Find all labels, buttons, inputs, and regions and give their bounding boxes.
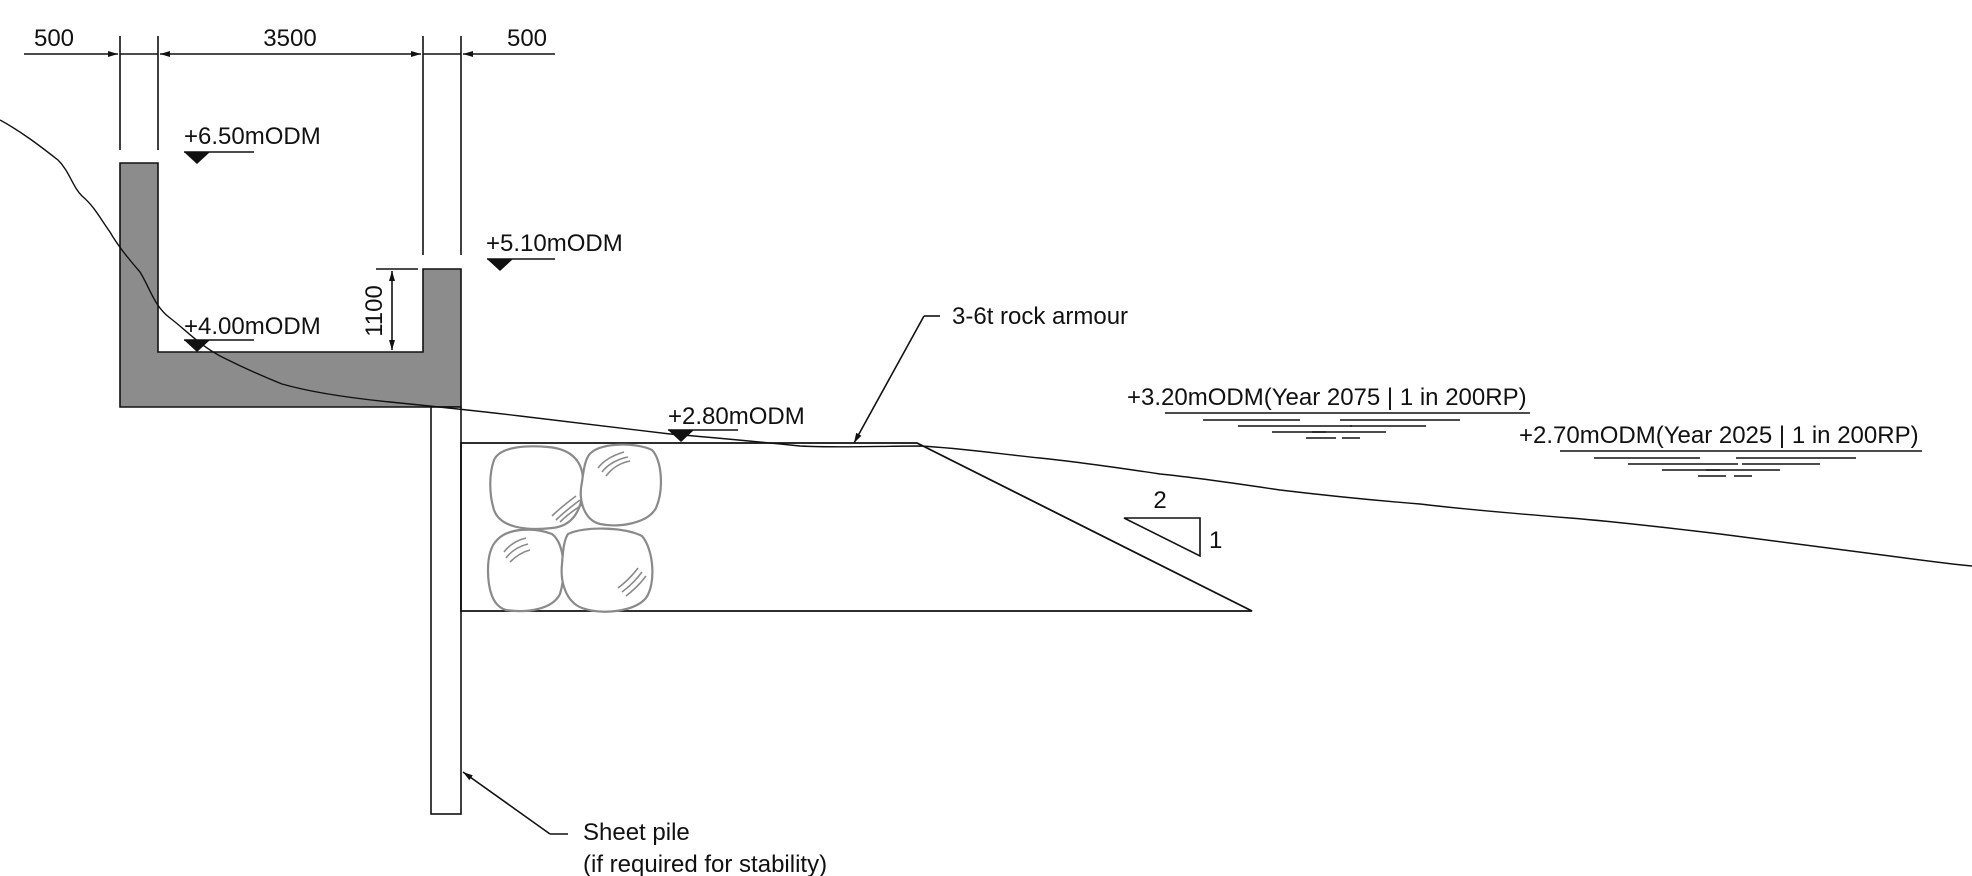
level-label: +6.50mODM: [184, 123, 321, 150]
dim-left-wall: 500: [34, 25, 74, 52]
water-level-label: +2.70mODM(Year 2025 | 1 in 200RP): [1519, 422, 1919, 449]
level-triangle-icon: [668, 430, 694, 442]
dim-inner-height: 1100: [361, 285, 388, 337]
inner-height-dimension: 1100: [361, 268, 418, 350]
rock-hatch: [617, 567, 647, 597]
top-dimension-chain: 500 3500 500: [24, 25, 555, 255]
level-label: +2.80mODM: [668, 403, 805, 430]
dim-right-wall: 500: [507, 25, 547, 52]
level-label: +5.10mODM: [486, 230, 623, 257]
level-triangle-icon: [184, 152, 210, 164]
rock-boulder: [489, 445, 585, 530]
water-level-2025: +2.70mODM(Year 2025 | 1 in 200RP): [1519, 422, 1922, 477]
water-level-2075: +3.20mODM(Year 2075 | 1 in 200RP): [1127, 384, 1530, 439]
rock-boulder: [579, 443, 662, 527]
rock-boulder: [486, 528, 565, 613]
rock-hatch: [597, 451, 631, 477]
level-label: +4.00mODM: [184, 313, 321, 340]
slope-indicator: 2 1: [1123, 487, 1222, 558]
slope-vertical: 1: [1209, 527, 1222, 554]
dim-channel-width: 3500: [263, 25, 316, 52]
rock-boulders: [486, 443, 662, 613]
rock-boulder: [560, 527, 654, 613]
sheet-pile: [430, 406, 462, 815]
level-marker-top-left-wall: +6.50mODM: [184, 123, 321, 164]
level-marker-rock-top: +2.80mODM: [668, 403, 805, 442]
sheet-pile-sublabel: (if required for stability): [583, 851, 827, 876]
level-marker-channel-invert: +4.00mODM: [184, 313, 321, 352]
ground-line: [0, 119, 1972, 567]
level-triangle-icon: [184, 340, 210, 352]
rock-hatch: [503, 537, 531, 563]
rock-armour-label: 3-6t rock armour: [952, 303, 1128, 330]
leader-line: [462, 771, 551, 835]
slope-triangle-icon: [1123, 517, 1201, 558]
water-level-label: +3.20mODM(Year 2075 | 1 in 200RP): [1127, 384, 1527, 411]
slope-horizontal: 2: [1153, 487, 1166, 514]
leader-line: [853, 315, 925, 444]
sheet-pile-label: Sheet pile: [583, 819, 690, 846]
rock-hatch: [551, 495, 583, 523]
level-triangle-icon: [487, 259, 513, 271]
concrete-channel: [119, 162, 462, 408]
rock-armour-leader: 3-6t rock armour: [853, 303, 1128, 444]
level-marker-top-right-wall: +5.10mODM: [486, 230, 623, 271]
sheet-pile-leader: Sheet pile (if required for stability): [462, 771, 827, 876]
